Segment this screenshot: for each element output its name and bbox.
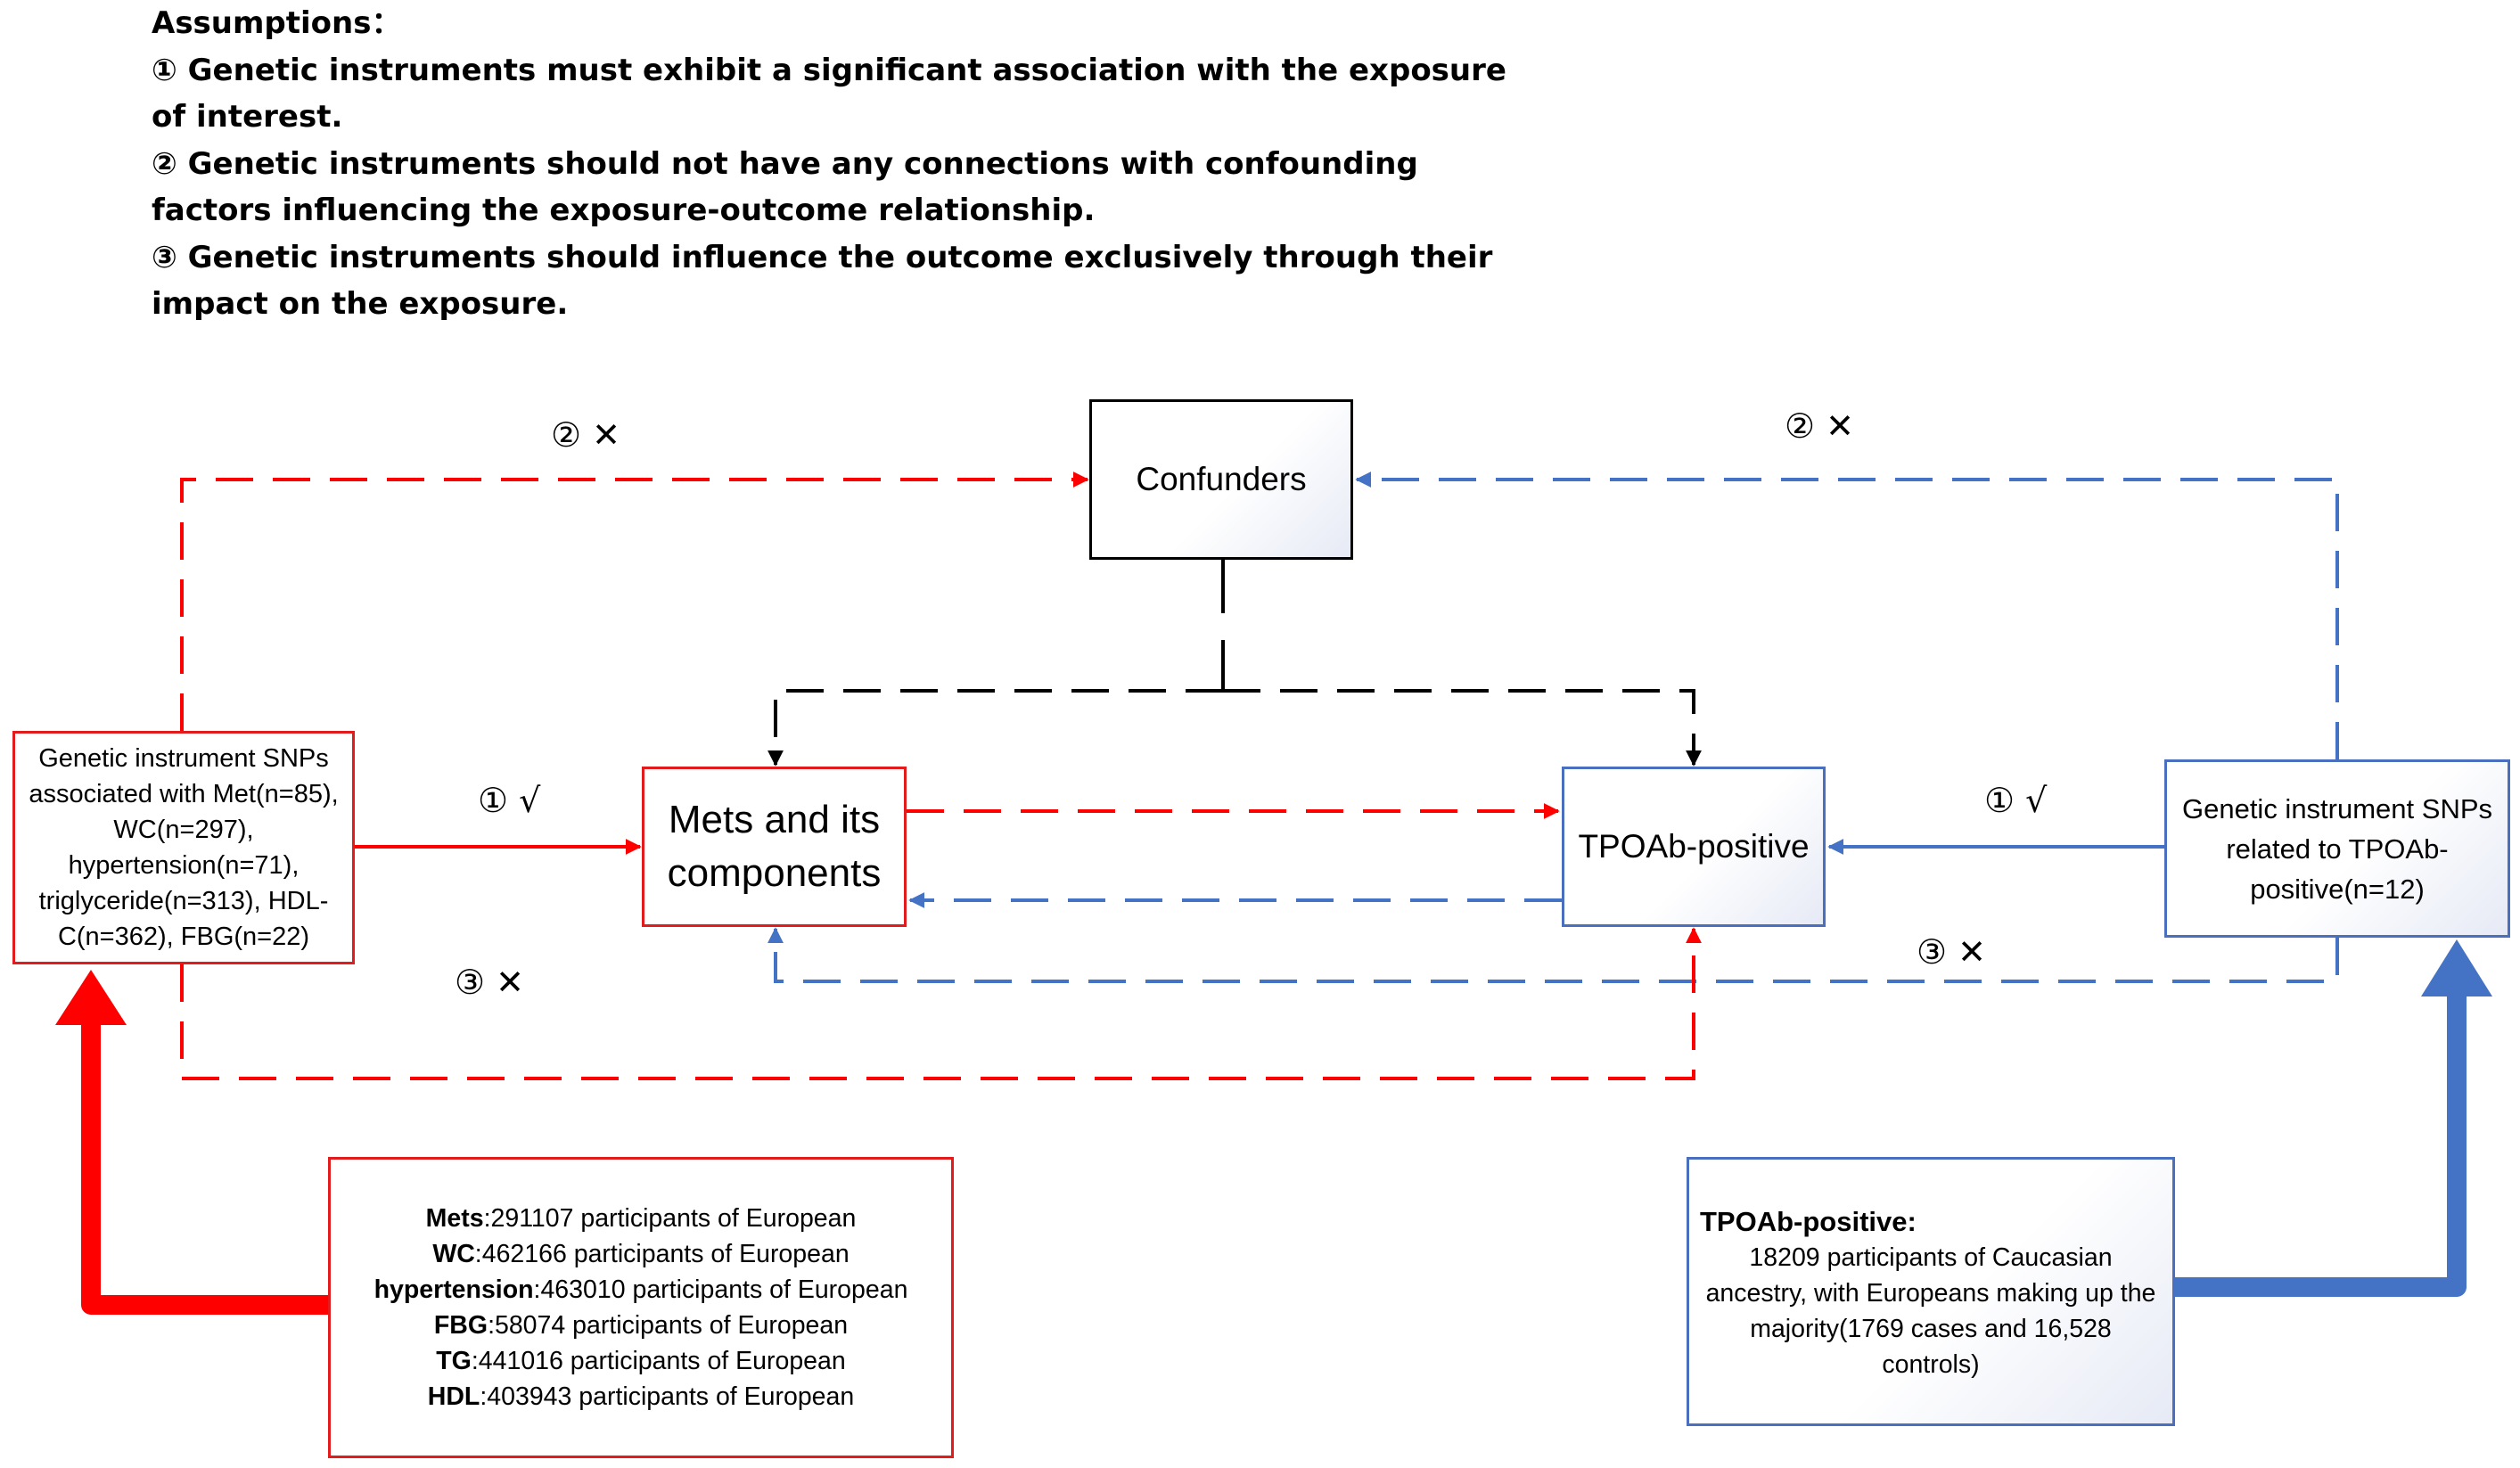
red-thick-source-arrow: [81, 1015, 340, 1315]
blue-thick-source-arrow: [2158, 985, 2467, 1297]
gi-right-label: Genetic instrument SNPs related to TPOAb…: [2181, 792, 2493, 905]
confounders-node: Confunders: [1089, 399, 1353, 560]
right-source-box: TPOAb-positive: 18209 participants of Ca…: [1687, 1157, 2175, 1426]
blue-arrow-label: ① √: [1984, 781, 2048, 820]
source-row-hdl: HDL:403943 participants of European: [427, 1382, 855, 1411]
blue-path-to-confounders: [1355, 472, 2339, 759]
gi-left-label: Genetic instrument SNPs associated with …: [29, 744, 339, 951]
red-path-gi-to-tpoab-direct: [180, 927, 1702, 1080]
source-row-tg: TG:441016 participants of European: [436, 1347, 846, 1375]
blue-top-label: ② ✕: [1785, 406, 1854, 446]
gi-right-node: Genetic instrument SNPs related to TPOAb…: [2164, 759, 2510, 938]
assumptions-title: Assumptions：: [152, 5, 402, 41]
confounders-to-tpoab: [1223, 689, 1702, 767]
right-source-title: TPOAb-positive:: [1700, 1206, 1917, 1237]
red-thick-arrowhead: [55, 970, 127, 1025]
blue-path-gi-to-mets-direct: [767, 927, 2339, 983]
assumption-1-line-1: ① Genetic instruments must exhibit a sig…: [152, 52, 1506, 88]
assumption-2-line-2: factors influencing the exposure-outcome…: [152, 193, 1096, 228]
right-source-body: 18209 participants of Caucasian ancestry…: [1705, 1243, 2156, 1379]
red-arrow-label: ① √: [478, 781, 541, 820]
assumption-3-line-2: impact on the exposure.: [152, 286, 569, 322]
mets-label: Mets and its components: [667, 798, 882, 895]
red-bottom-label: ③ ✕: [455, 963, 524, 1002]
assumption-1-line-2: of interest.: [152, 99, 343, 135]
red-path-to-confounders: [180, 472, 1089, 731]
gi-left-node: Genetic instrument SNPs associated with …: [12, 731, 355, 964]
confounders-label: Confunders: [1136, 461, 1307, 497]
source-row-fbg: FBG:58074 participants of European: [433, 1311, 849, 1340]
tpoab-label: TPOAb-positive: [1578, 828, 1810, 865]
source-row-mets: Mets:291107 participants of European: [425, 1204, 857, 1233]
assumptions-block: Assumptions： ① Genetic instruments must …: [152, 0, 1667, 328]
source-row-hypertension: hypertension:463010 participants of Euro…: [373, 1275, 908, 1304]
blue-thick-arrowhead: [2421, 939, 2492, 996]
red-top-label: ② ✕: [551, 415, 620, 455]
assumption-2-line-1: ② Genetic instruments should not have an…: [152, 145, 1418, 182]
blue-bottom-label: ③ ✕: [1917, 932, 1986, 972]
source-row-wc: WC:462166 participants of European: [432, 1240, 850, 1268]
confounders-to-mets: [767, 689, 1223, 767]
assumption-3-line-1: ③ Genetic instruments should influence t…: [152, 239, 1493, 275]
mets-node: Mets and its components: [642, 767, 907, 927]
tpoab-node: TPOAb-positive: [1562, 767, 1826, 927]
left-source-box: Mets:291107 participants of European WC:…: [328, 1157, 954, 1458]
